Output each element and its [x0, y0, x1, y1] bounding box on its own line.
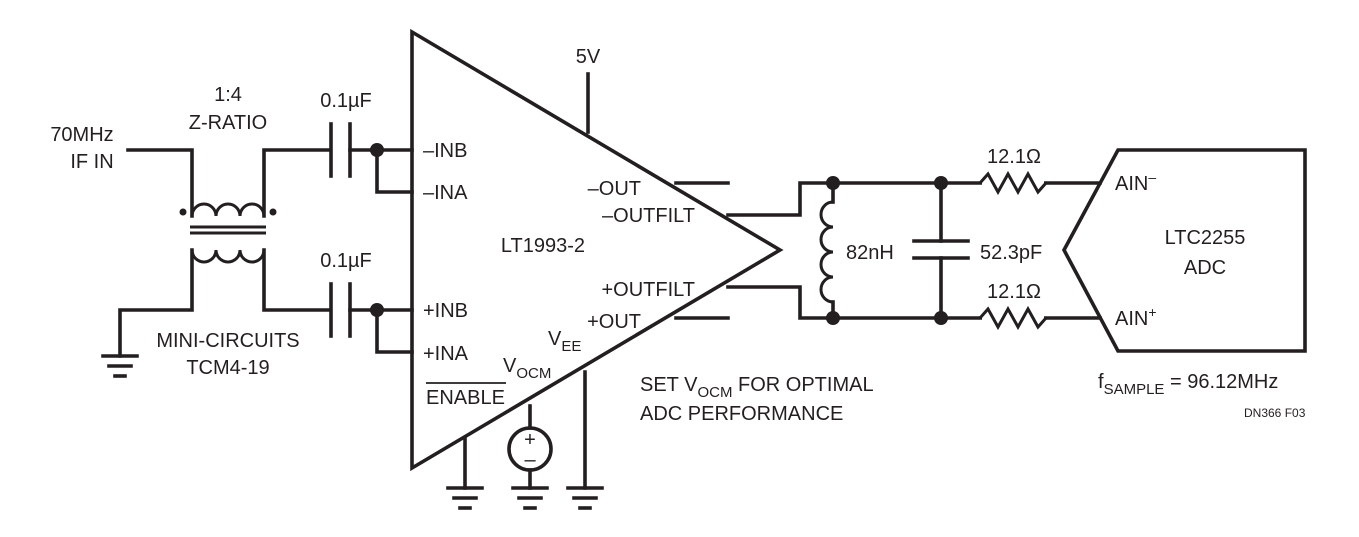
- resistor-top: [978, 170, 1048, 196]
- top-output-wire: [726, 181, 1102, 217]
- enable-ground: [446, 436, 484, 510]
- input-section: 70MHz IF IN 1:4 Z-RATIO MINI-CIRCUITS TC…: [50, 84, 332, 379]
- amplifier-triangle: [410, 28, 784, 472]
- adc-name-line2: ADC: [1184, 257, 1226, 279]
- pin-vocm: VOCM: [503, 355, 551, 382]
- figure-id: DN366 F03: [1244, 406, 1306, 420]
- adc-block: [1061, 148, 1307, 353]
- transformer-bottom-output-wire: [262, 248, 332, 312]
- resistor-bottom: [978, 305, 1048, 331]
- supply-5v: 5V: [576, 46, 601, 134]
- resistor-top-value: 12.1Ω: [987, 146, 1041, 168]
- vocm-voltage-source: + –: [507, 404, 553, 510]
- transformer-part-line1: MINI-CIRCUITS: [156, 330, 299, 352]
- transformer-symbol: [179, 202, 277, 264]
- transformer-top-output-wire: [262, 148, 332, 218]
- transformer-part-line2: TCM4-19: [186, 357, 269, 379]
- capacitor-filter-value: 52.3pF: [980, 242, 1042, 264]
- input-wire: [126, 148, 194, 218]
- source-minus-sign: –: [524, 449, 536, 471]
- adc-name-line1: LTC2255: [1165, 227, 1246, 249]
- transformer-polarity-dot-right: [269, 208, 277, 216]
- pin-plus-ina: +INA: [423, 343, 469, 365]
- adc-ain-minus: AIN–: [1115, 169, 1156, 195]
- note-line-2: ADC PERFORMANCE: [640, 403, 843, 425]
- if-in-label-line2: IF IN: [70, 151, 113, 173]
- amplifier-name: LT1993-2: [501, 235, 585, 257]
- pin-minus-ina: –INA: [423, 182, 468, 204]
- transformer-ratio-line1: 1:4: [214, 84, 242, 106]
- adc-ltc2255: AIN– AIN+ LTC2255 ADC: [1061, 148, 1307, 353]
- transformer-ground-wire: [118, 248, 194, 358]
- pin-enable: ENABLE: [426, 387, 505, 409]
- inductor-value: 82nH: [846, 242, 894, 264]
- transformer-primary-coil: [190, 202, 266, 217]
- capacitor-top-value: 0.1µF: [320, 90, 372, 112]
- pin-minus-inb: –INB: [423, 140, 467, 162]
- coupling-capacitor-top: 0.1µF: [320, 90, 414, 194]
- pin-plus-outfilt: +OUTFILT: [601, 279, 695, 301]
- ground-symbol-input: [101, 354, 139, 378]
- transformer-ratio-line2: Z-RATIO: [189, 112, 268, 134]
- design-note: SET VOCM FOR OPTIMAL ADC PERFORMANCE: [640, 374, 874, 425]
- adc-ain-plus: AIN+: [1115, 304, 1157, 330]
- pin-plus-inb: +INB: [423, 300, 468, 322]
- coupling-capacitor-bottom: 0.1µF: [320, 250, 414, 354]
- pin-minus-outfilt: –OUTFILT: [602, 205, 695, 227]
- transformer-secondary-coil: [190, 249, 266, 264]
- inductor-coil: [819, 200, 834, 304]
- pin-vee: VEE: [548, 328, 581, 355]
- note-line-1: SET VOCM FOR OPTIMAL: [640, 374, 874, 401]
- amplifier-lt1993-2: LT1993-2 –INB –INA +INB +INA ENABLE VOCM…: [410, 28, 784, 472]
- pin-plus-out: +OUT: [587, 311, 641, 333]
- bottom-output-wire: [726, 285, 1102, 320]
- resistor-bottom-value: 12.1Ω: [987, 281, 1041, 303]
- pin-minus-out: –OUT: [588, 178, 641, 200]
- capacitor-bottom-value: 0.1µF: [320, 250, 372, 272]
- transformer-polarity-dot-left: [179, 208, 187, 216]
- output-filter: 82nH 52.3pF 12.1Ω 12.1Ω: [726, 146, 1102, 331]
- supply-label: 5V: [576, 46, 601, 68]
- source-plus-sign: +: [524, 429, 536, 451]
- if-in-label-line1: 70MHz: [50, 124, 113, 146]
- vee-ground: [566, 370, 604, 510]
- sample-frequency: fSAMPLE = 96.12MHz: [1098, 371, 1278, 398]
